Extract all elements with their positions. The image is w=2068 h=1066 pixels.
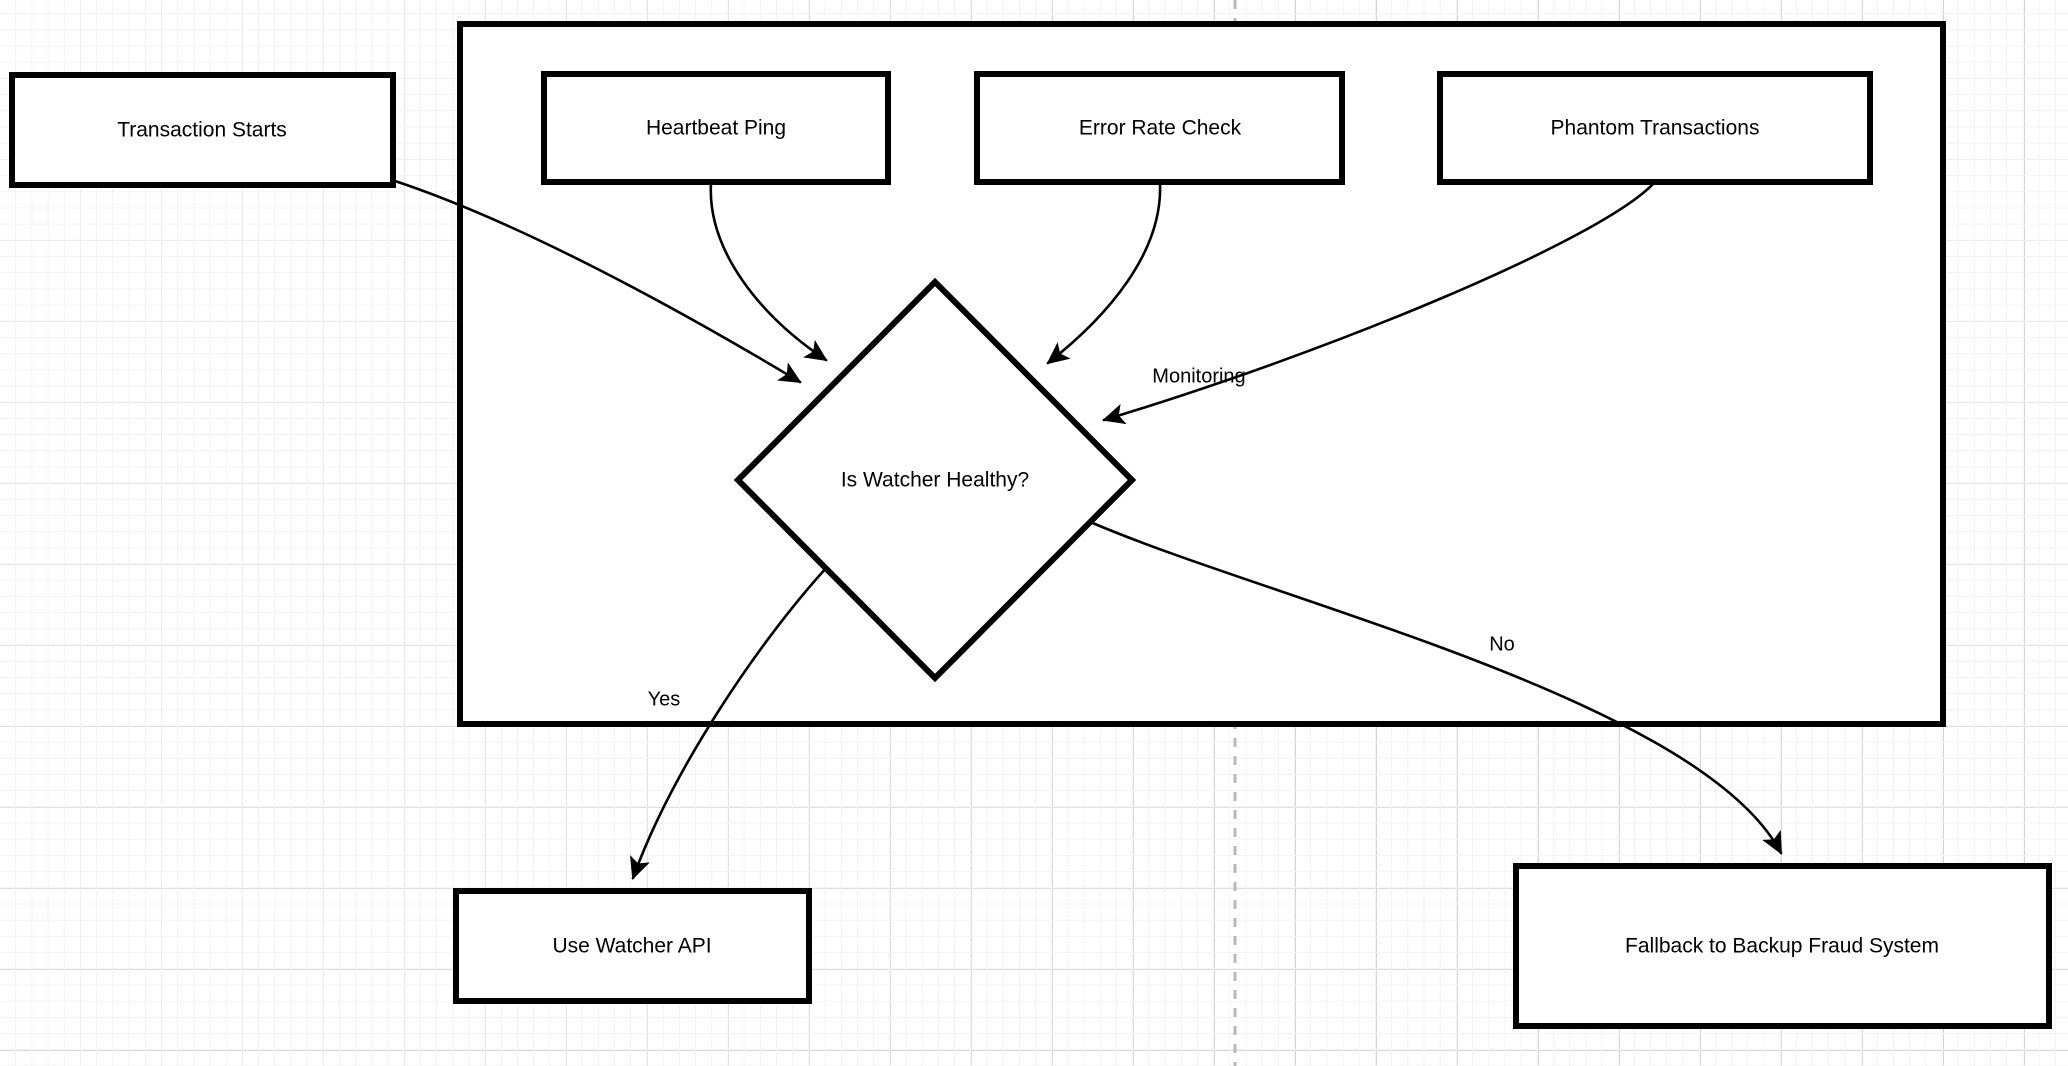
node-label-fallback-backup-fraud-system: Fallback to Backup Fraud System [1625, 935, 1939, 958]
node-label-use-watcher-api: Use Watcher API [552, 935, 711, 958]
edge-label-yes: Yes [648, 688, 681, 710]
edge-heartbeat-to-decision[interactable] [709, 181, 828, 362]
node-transaction-starts[interactable]: Transaction Starts [9, 72, 396, 188]
edge-label-no: No [1489, 633, 1515, 655]
edge-label-monitoring: Monitoring [1152, 365, 1245, 387]
node-error-rate-check[interactable]: Error Rate Check [974, 71, 1345, 185]
node-label-phantom-transactions: Phantom Transactions [1551, 117, 1760, 140]
edge-phantom-to-decision[interactable]: Monitoring [1102, 181, 1656, 425]
edge-decision-to-fallback[interactable]: No [1086, 519, 1783, 855]
node-use-watcher-api[interactable]: Use Watcher API [453, 888, 812, 1004]
node-phantom-transactions[interactable]: Phantom Transactions [1437, 71, 1873, 185]
node-label-is-watcher-healthy: Is Watcher Healthy? [841, 469, 1029, 492]
edge-decision-to-watcher-api[interactable]: Yes [630, 564, 830, 880]
edge-transaction-to-decision[interactable] [390, 178, 802, 384]
edge-errorrate-to-decision[interactable] [1046, 181, 1162, 365]
node-label-error-rate-check: Error Rate Check [1079, 117, 1242, 140]
node-label-heartbeat-ping: Heartbeat Ping [646, 117, 786, 140]
node-label-transaction-starts: Transaction Starts [117, 119, 287, 142]
node-heartbeat-ping[interactable]: Heartbeat Ping [541, 71, 891, 185]
node-is-watcher-healthy[interactable]: Is Watcher Healthy? [733, 277, 1137, 683]
node-fallback-backup-fraud-system[interactable]: Fallback to Backup Fraud System [1513, 863, 2052, 1029]
